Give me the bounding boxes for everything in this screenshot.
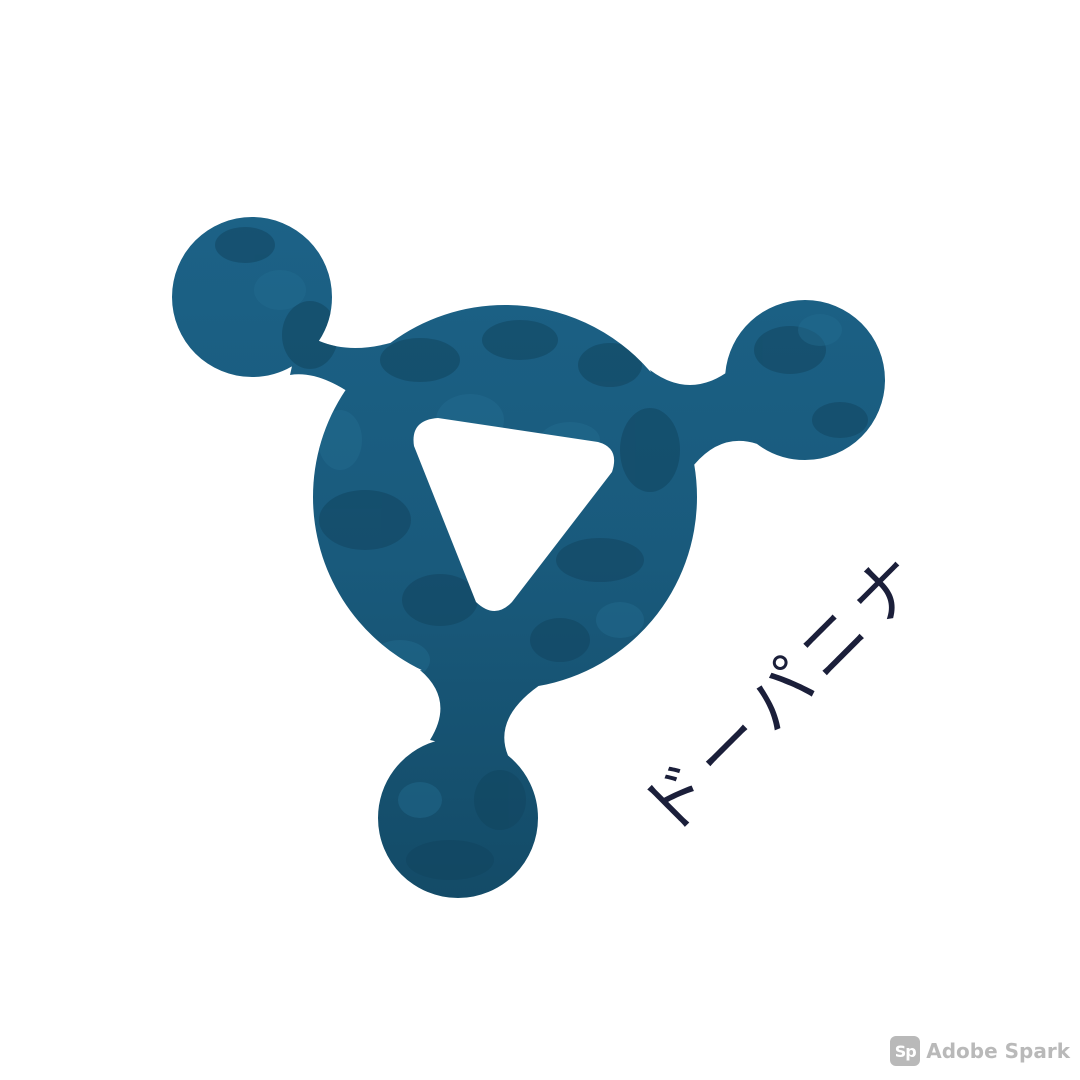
watermark-label: Adobe Spark — [926, 1039, 1070, 1063]
spark-badge-icon: Sp — [890, 1036, 921, 1066]
adobe-spark-watermark: Sp Adobe Spark — [890, 1036, 1070, 1066]
